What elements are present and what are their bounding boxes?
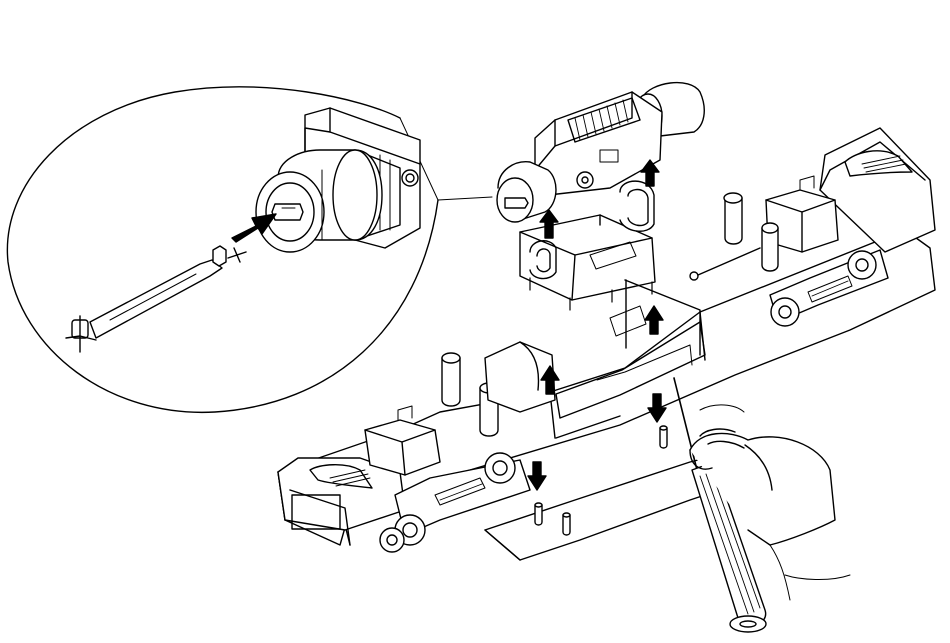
universal-joint-drive-shaft: [66, 246, 246, 352]
inset-motor-end: [256, 108, 420, 252]
motor-assembly: [497, 83, 704, 222]
magnified-inset: [7, 87, 492, 412]
